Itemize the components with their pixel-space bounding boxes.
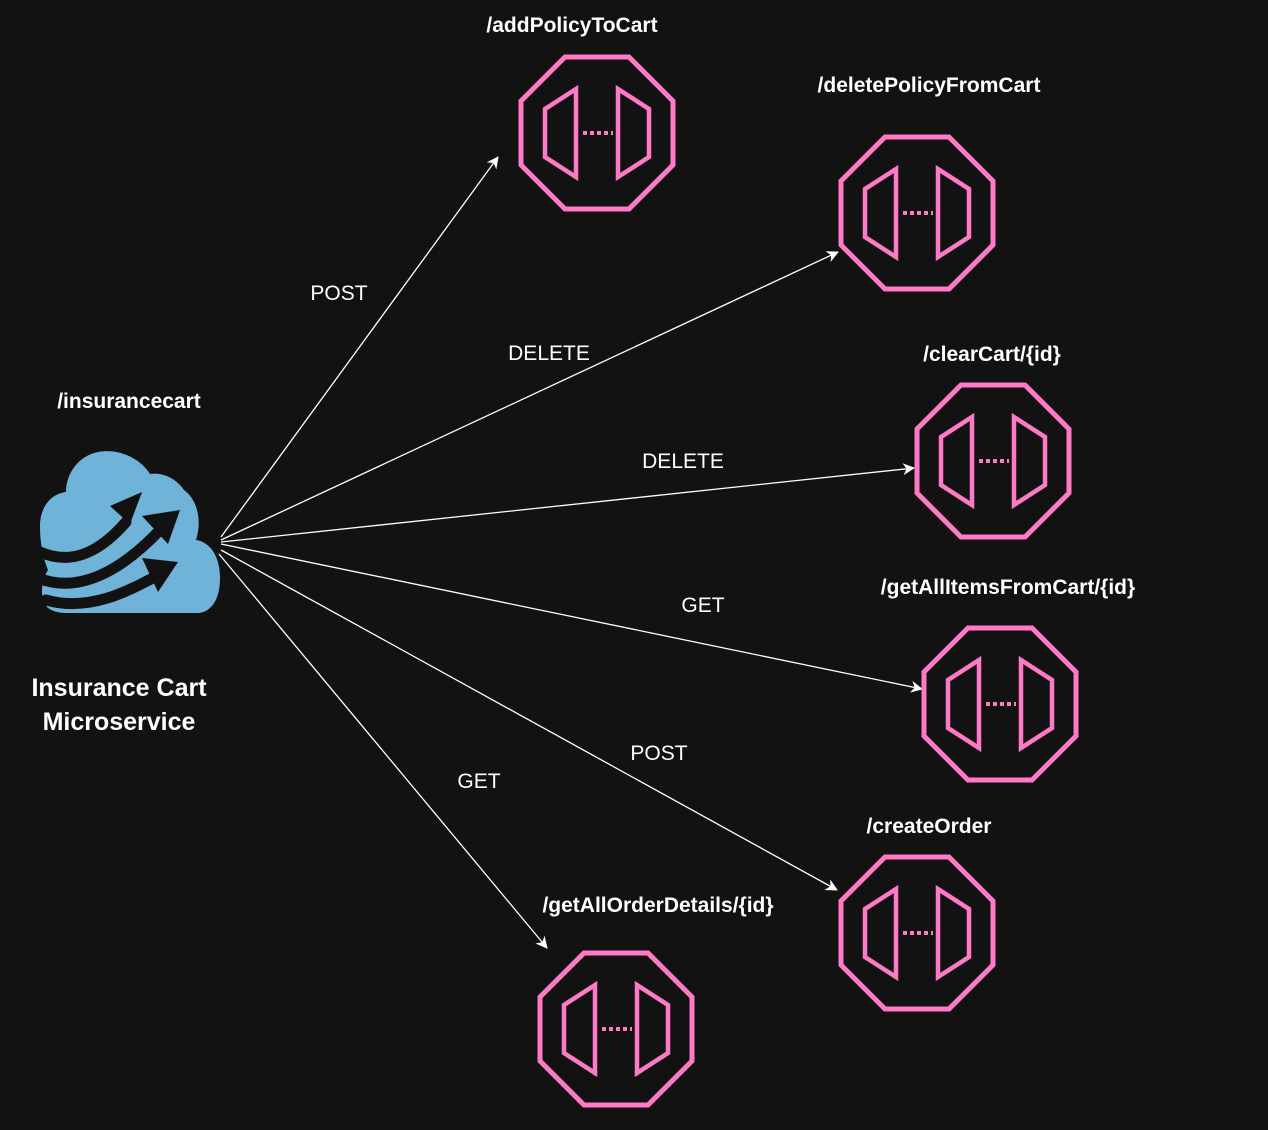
- edge-get-all-items-from-cart: [220, 543, 923, 693]
- endpoint-node-create-order[interactable]: /createOrder: [841, 815, 993, 1009]
- edge-create-order: [220, 549, 838, 891]
- cloud-arrows-icon: [32, 451, 220, 613]
- endpoint-label: /createOrder: [867, 815, 992, 838]
- endpoint-label: /getAllOrderDetails/{id}: [542, 894, 773, 917]
- edges: [218, 156, 923, 949]
- api-gateway-endpoint-icon: [540, 953, 692, 1105]
- api-gateway-endpoint-icon: [841, 857, 993, 1009]
- method-label-get-all-order-details: GET: [457, 770, 500, 793]
- endpoint-label: /deletePolicyFromCart: [818, 74, 1041, 97]
- endpoint-node-get-all-order-details[interactable]: /getAllOrderDetails/{id}: [540, 894, 774, 1105]
- endpoint-label: /getAllItemsFromCart/{id}: [881, 576, 1135, 599]
- api-gateway-endpoint-icon: [841, 137, 993, 289]
- method-label-add-policy-to-cart: POST: [310, 282, 367, 305]
- api-gateway-endpoint-icon: [521, 57, 673, 209]
- endpoint-node-clear-cart[interactable]: /clearCart/{id}: [917, 343, 1069, 537]
- method-label-clear-cart: DELETE: [642, 450, 724, 473]
- method-label-delete-policy-from-cart: DELETE: [508, 342, 590, 365]
- edge-add-policy-to-cart: [220, 156, 499, 538]
- api-gateway-endpoint-icon: [917, 385, 1069, 537]
- service-path-label: /insurancecart: [57, 390, 201, 413]
- api-gateway-endpoint-icon: [924, 628, 1076, 780]
- microservice-node[interactable]: /insurancecart Insurance Cart Microservi…: [31, 390, 220, 736]
- endpoint-node-delete-policy-from-cart[interactable]: /deletePolicyFromCart: [818, 74, 1041, 289]
- endpoint-label: /addPolicyToCart: [486, 14, 657, 37]
- endpoint-node-get-all-items-from-cart[interactable]: /getAllItemsFromCart/{id}: [881, 576, 1135, 780]
- method-labels: POST DELETE DELETE GET POST GET: [310, 282, 724, 793]
- service-name-line2: Microservice: [43, 708, 196, 736]
- service-name-line1: Insurance Cart: [31, 674, 207, 702]
- edge-delete-policy-from-cart: [220, 251, 839, 541]
- method-label-create-order: POST: [630, 742, 687, 765]
- endpoint-node-add-policy-to-cart[interactable]: /addPolicyToCart: [486, 14, 673, 209]
- edge-get-all-order-details: [218, 553, 548, 949]
- endpoint-label: /clearCart/{id}: [923, 343, 1061, 366]
- method-label-get-all-items-from-cart: GET: [681, 594, 724, 617]
- edge-clear-cart: [220, 463, 915, 543]
